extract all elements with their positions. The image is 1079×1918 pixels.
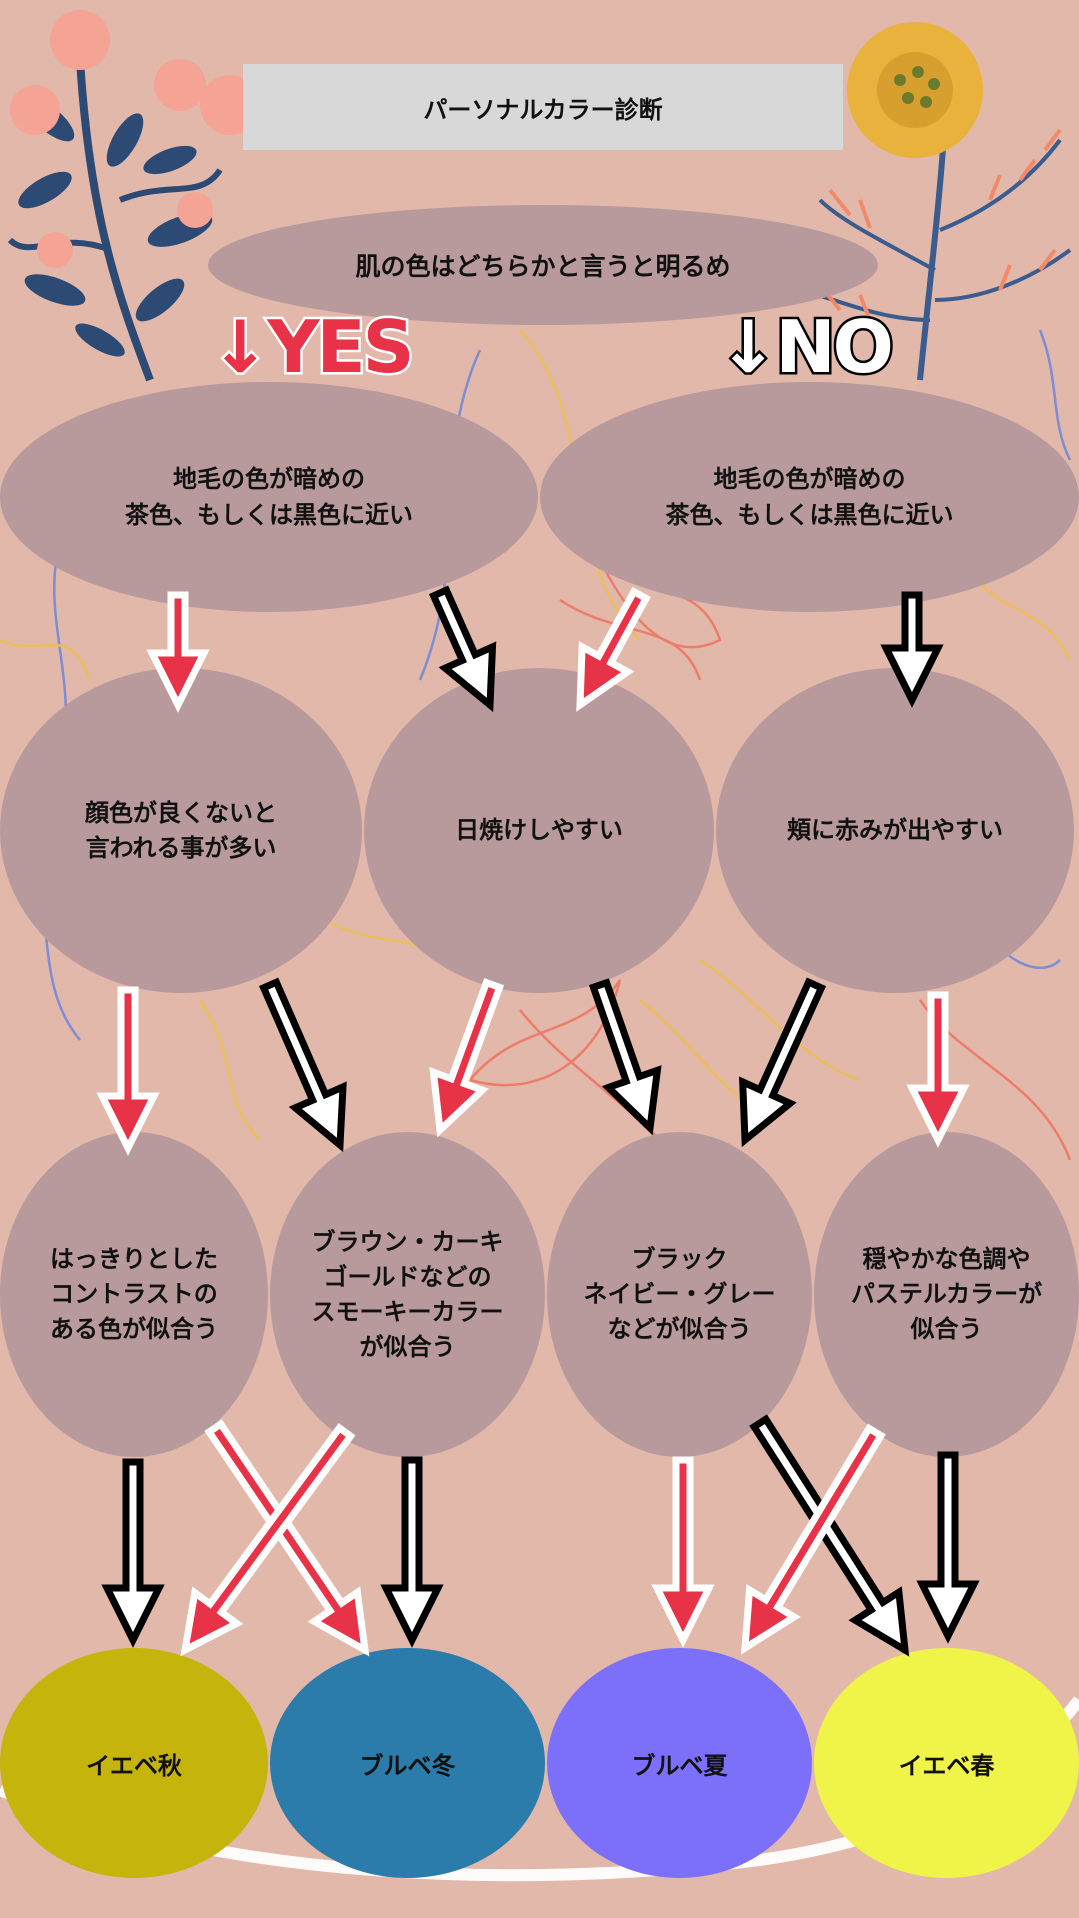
arrow-no-4	[593, 983, 657, 1128]
arrow-no-3	[264, 982, 343, 1145]
arrow-yes-2	[580, 592, 646, 705]
arrow-no-2	[886, 595, 938, 700]
arrow-no-7	[386, 1460, 438, 1640]
arrow-no-6	[107, 1462, 159, 1640]
arrow-yes-1	[152, 595, 204, 705]
arrow-no-5	[743, 982, 822, 1140]
arrow-no-9	[922, 1455, 974, 1636]
arrow-no-1	[434, 590, 493, 705]
arrow-yes-8	[657, 1460, 709, 1640]
arrow-yes-3	[102, 990, 154, 1148]
arrow-yes-5	[912, 995, 964, 1140]
arrow-yes-4	[433, 983, 499, 1130]
